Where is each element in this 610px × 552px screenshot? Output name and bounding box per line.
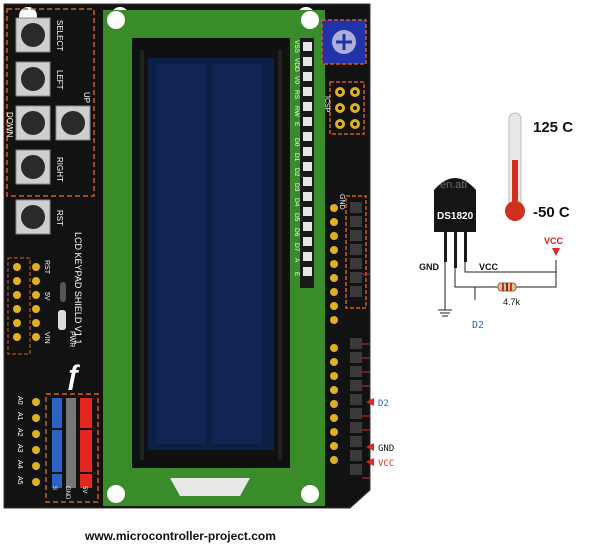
pin-a: A [293,258,300,263]
sensor-wiring [438,260,557,317]
vcc-supply-label: VCC [544,236,564,246]
ds1820-label: DS1820 [437,211,474,222]
temp-high-label: 125 C [533,119,573,136]
led-slot [60,282,66,302]
a0-label: A0 [16,396,23,405]
5v-pin-label: 5V [43,292,50,301]
button-group-outline [6,8,95,197]
gnd-connection-label: GND [378,444,394,454]
pwr-led [58,310,66,330]
ds1820-sensor: en.ati DS1820 [434,178,476,268]
left-label: LEFT [55,70,64,90]
power-header [7,257,40,355]
down-button[interactable]: DOWN [5,105,51,141]
a5-label: A5 [16,476,23,485]
pin-e2: E [293,272,300,277]
vcc-connection-label: VCC [378,459,394,469]
a1-label: A1 [16,412,23,421]
pin-d1: D1 [293,153,300,162]
lcd-module [103,10,325,506]
pin-d6: D6 [293,228,300,237]
reset-button[interactable]: RST [15,199,64,235]
pwr-label: PWR [68,331,75,347]
lcd-character-cells [156,64,262,444]
pin-d5: D5 [293,213,300,222]
shield-title: LCD KEYPAD SHIELD V1.1 [73,232,83,344]
resistor-label: 4.7k [503,297,521,307]
connection-markers [362,273,374,479]
contrast-potentiometer[interactable] [321,19,367,65]
left-button[interactable]: LEFT [15,61,64,97]
pin-vdd: VDD [293,58,300,72]
vcc-arrow [552,248,560,256]
vin-pin-label: VIN [43,332,50,344]
watermark-text: en.ati [440,179,467,191]
rst-pin-label: RST [43,260,50,275]
lcd-pin-header [300,38,314,288]
vcc-pin-label: VCC [479,262,499,272]
icsp-label: ICSP [323,96,330,113]
temp-low-label: -50 C [533,204,570,221]
up-button[interactable]: UP [82,92,91,103]
right-button[interactable]: RIGHT [15,149,64,185]
a3-label: A3 [16,444,23,453]
down-label: DOWN [5,112,14,138]
df-logo: ƒ [66,359,82,390]
up-button-body[interactable] [55,105,91,141]
pin-d4: D4 [293,198,300,207]
thermometer-icon [505,112,525,221]
digital-header-lower [330,338,362,475]
gnd-header-label: GND [338,194,345,210]
gnd-bottom-label: GND [64,486,70,500]
pin-d0: D0 [293,138,300,147]
right-label: RIGHT [55,157,64,182]
digital-header-upper [330,195,367,324]
lcd-pin-labels: VSS VDD V0 RS RW E D0 D1 D2 D3 D4 D5 D6 … [293,40,300,277]
sensor-diagram: 125 C -50 C en.ati DS1820 VCC GND VCC [419,112,573,331]
pin-e: E [293,122,300,127]
pin-v0: V0 [293,76,300,84]
pin-d2: D2 [293,168,300,177]
rst-button-label: RST [55,210,64,226]
5v-bottom-label: 5V [81,486,87,493]
resistor-icon [497,282,517,292]
website-footer[interactable]: www.microcontroller-project.com [84,529,276,543]
lcd-keypad-shield: SELECT LEFT UP DOWN RIGHT RST [3,3,371,509]
gnd-pin-label: GND [419,262,440,272]
icsp-header [329,81,365,135]
pin-d3: D3 [293,183,300,192]
up-label: UP [82,92,91,103]
pin-vss: VSS [293,40,300,54]
select-label: SELECT [55,20,64,51]
pin-d7: D7 [293,243,300,252]
a2-label: A2 [16,428,23,437]
data-pin-label: D2 [472,320,484,331]
s-label: S [51,486,57,490]
analog-header [32,393,99,503]
select-button[interactable]: SELECT [15,17,64,53]
pin-rs: RS [293,90,300,100]
pin-rw: RW [293,106,300,118]
a4-label: A4 [16,460,23,469]
d2-connection-label: D2 [378,399,389,409]
